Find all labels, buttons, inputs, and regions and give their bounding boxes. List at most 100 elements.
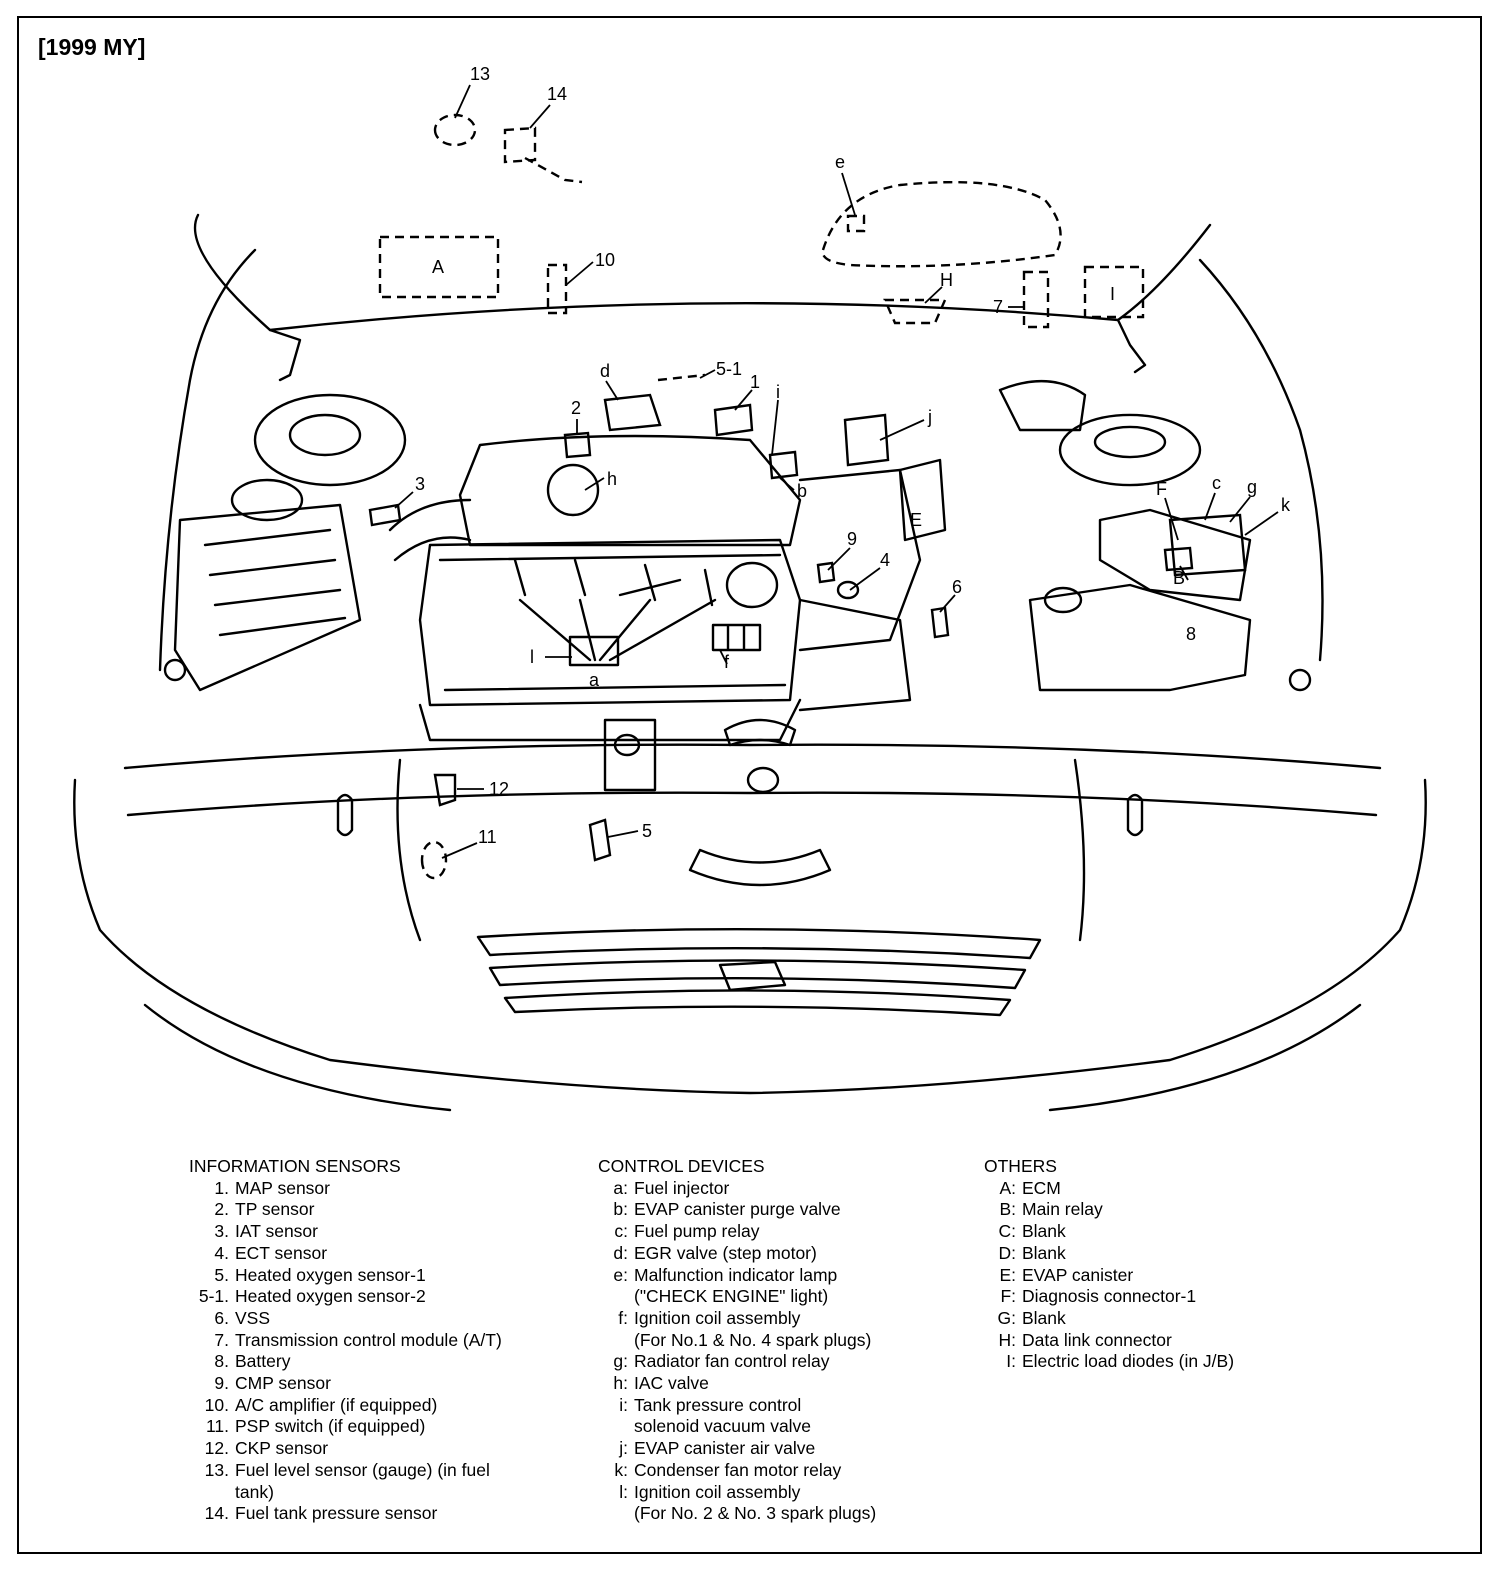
air-cleaner-lid	[230, 478, 304, 522]
engine-cylinder-head	[418, 538, 802, 707]
leader-d	[605, 380, 619, 401]
legend-item: 8.Battery	[189, 1351, 502, 1373]
engine-intake	[458, 434, 802, 547]
legend-item: i: Tank pressure control	[598, 1395, 876, 1417]
data-link-connector	[883, 298, 947, 325]
legend-item-key: B:	[999, 1199, 1016, 1220]
legend-item: g:Radiator fan control relay	[598, 1351, 876, 1373]
leader-1	[734, 389, 753, 411]
leader-5-1	[699, 369, 716, 379]
legend-item-text: Heated oxygen sensor-2	[235, 1286, 426, 1307]
legend-item: (For No.1 & No. 4 spark plugs)	[598, 1330, 876, 1352]
legend-item: b:EVAP canister purge valve	[598, 1199, 876, 1221]
legend-item: 5-1.Heated oxygen sensor-2	[189, 1286, 502, 1308]
legend-item-text: Transmission control module (A/T)	[235, 1329, 502, 1350]
hood-stop-right	[1126, 793, 1144, 837]
legend-item-key: F:	[1000, 1286, 1016, 1307]
mil-lamp-panel	[821, 180, 1062, 268]
legend-item: 7.Transmission control module (A/T)	[189, 1329, 502, 1352]
legend-item-key: 10.	[204, 1394, 229, 1415]
legend-item-key: 3.	[214, 1221, 229, 1242]
legend-item: f:Ignition coil assembly	[598, 1308, 876, 1330]
strut-tower-right	[1058, 413, 1202, 487]
hood-outline	[193, 213, 1212, 332]
callout-B: B	[1173, 568, 1185, 588]
legend-item-key: 2.	[214, 1199, 229, 1220]
spark-plug-connectors	[513, 558, 714, 607]
legend-item-text: ECT sensor	[235, 1242, 328, 1263]
legend-item-key: i:	[619, 1394, 628, 1415]
callout-8: 8	[1186, 624, 1196, 644]
callout-1: 1	[750, 372, 760, 392]
callout-6: 6	[952, 577, 962, 597]
legend-item-text: IAC valve	[634, 1373, 709, 1394]
callout-H: H	[940, 270, 953, 290]
radiator-cap	[723, 718, 797, 747]
legend-item: 3.IAT sensor	[189, 1221, 502, 1243]
legend-item-text: Diagnosis connector-1	[1022, 1286, 1197, 1307]
callout-E: E	[910, 510, 922, 530]
callout-2: 2	[571, 398, 581, 418]
legend-item-text: EGR valve (step motor)	[634, 1242, 817, 1263]
intake-hose	[388, 498, 472, 562]
legend-item-key: j:	[619, 1438, 628, 1459]
legend-item-key: D:	[998, 1242, 1017, 1263]
latch-assembly	[603, 718, 657, 792]
hood-right-hinge	[1116, 318, 1147, 374]
legend-item-text: Battery	[235, 1351, 291, 1372]
oil-filler-cap	[725, 561, 779, 609]
callout-l: l	[530, 647, 534, 667]
cmp-sensor	[816, 561, 836, 584]
air-cleaner-box	[173, 503, 362, 692]
iat-sensor	[368, 503, 402, 527]
hood-stop-left	[336, 793, 354, 837]
legend-item-text: Fuel pump relay	[634, 1221, 760, 1242]
legend-item: C:Blank	[984, 1221, 1234, 1243]
legend-item-key: b:	[613, 1199, 628, 1220]
legend-item-text: Tank pressure control	[634, 1394, 802, 1415]
legend-item-key: 13.	[204, 1459, 229, 1480]
legend-item-text: TP sensor	[235, 1199, 315, 1220]
leader-11	[441, 842, 478, 859]
legend-item: E:EVAP canister	[984, 1265, 1234, 1287]
callout-F: F	[1156, 479, 1167, 499]
fascia-lower	[143, 1003, 452, 1112]
leader-f	[719, 649, 728, 665]
legend-item: D:Blank	[984, 1243, 1234, 1265]
engine-valve-cover	[438, 553, 787, 692]
legend-item-key: 9.	[214, 1373, 229, 1394]
transaxle	[798, 468, 922, 652]
fascia-lower-right	[1048, 1003, 1362, 1112]
leader-9	[827, 547, 851, 571]
legend-item-text: EVAP canister	[1022, 1264, 1134, 1285]
callout-14: 14	[547, 84, 567, 104]
legend-item-text: solenoid vacuum valve	[634, 1416, 812, 1437]
legend-item-text: Fuel tank pressure sensor	[235, 1503, 438, 1524]
grille-middle	[488, 959, 1027, 990]
ho2s-1	[588, 818, 612, 862]
callout-10: 10	[595, 250, 615, 270]
callout-c: c	[1212, 473, 1221, 493]
legend-item: H:Data link connector	[984, 1330, 1234, 1352]
legend-item: h: IAC valve	[598, 1373, 876, 1395]
legend-item-key: A:	[999, 1177, 1016, 1198]
legend-item-text: Blank	[1022, 1242, 1066, 1263]
callout-e: e	[835, 152, 845, 172]
battery-terminal	[1043, 586, 1083, 614]
callout-h: h	[607, 469, 617, 489]
ignition-coil-f	[711, 623, 762, 652]
legend-item-key: g:	[613, 1351, 628, 1372]
right-piping	[998, 380, 1087, 432]
legend-item: G:Blank	[984, 1308, 1234, 1330]
right-fender-mount	[1288, 668, 1312, 692]
callout-g: g	[1247, 477, 1257, 497]
engine-wiring	[518, 578, 717, 662]
ckp-sensor	[433, 773, 457, 807]
ignition-coil-l	[568, 635, 620, 667]
callout-k: k	[1281, 495, 1291, 515]
battery	[1028, 583, 1252, 692]
leader-4	[849, 567, 881, 591]
front-fascia	[73, 778, 1427, 1095]
legend-item-key: h:	[613, 1373, 628, 1394]
legend-item: I:Electric load diodes (in J/B)	[984, 1351, 1234, 1373]
